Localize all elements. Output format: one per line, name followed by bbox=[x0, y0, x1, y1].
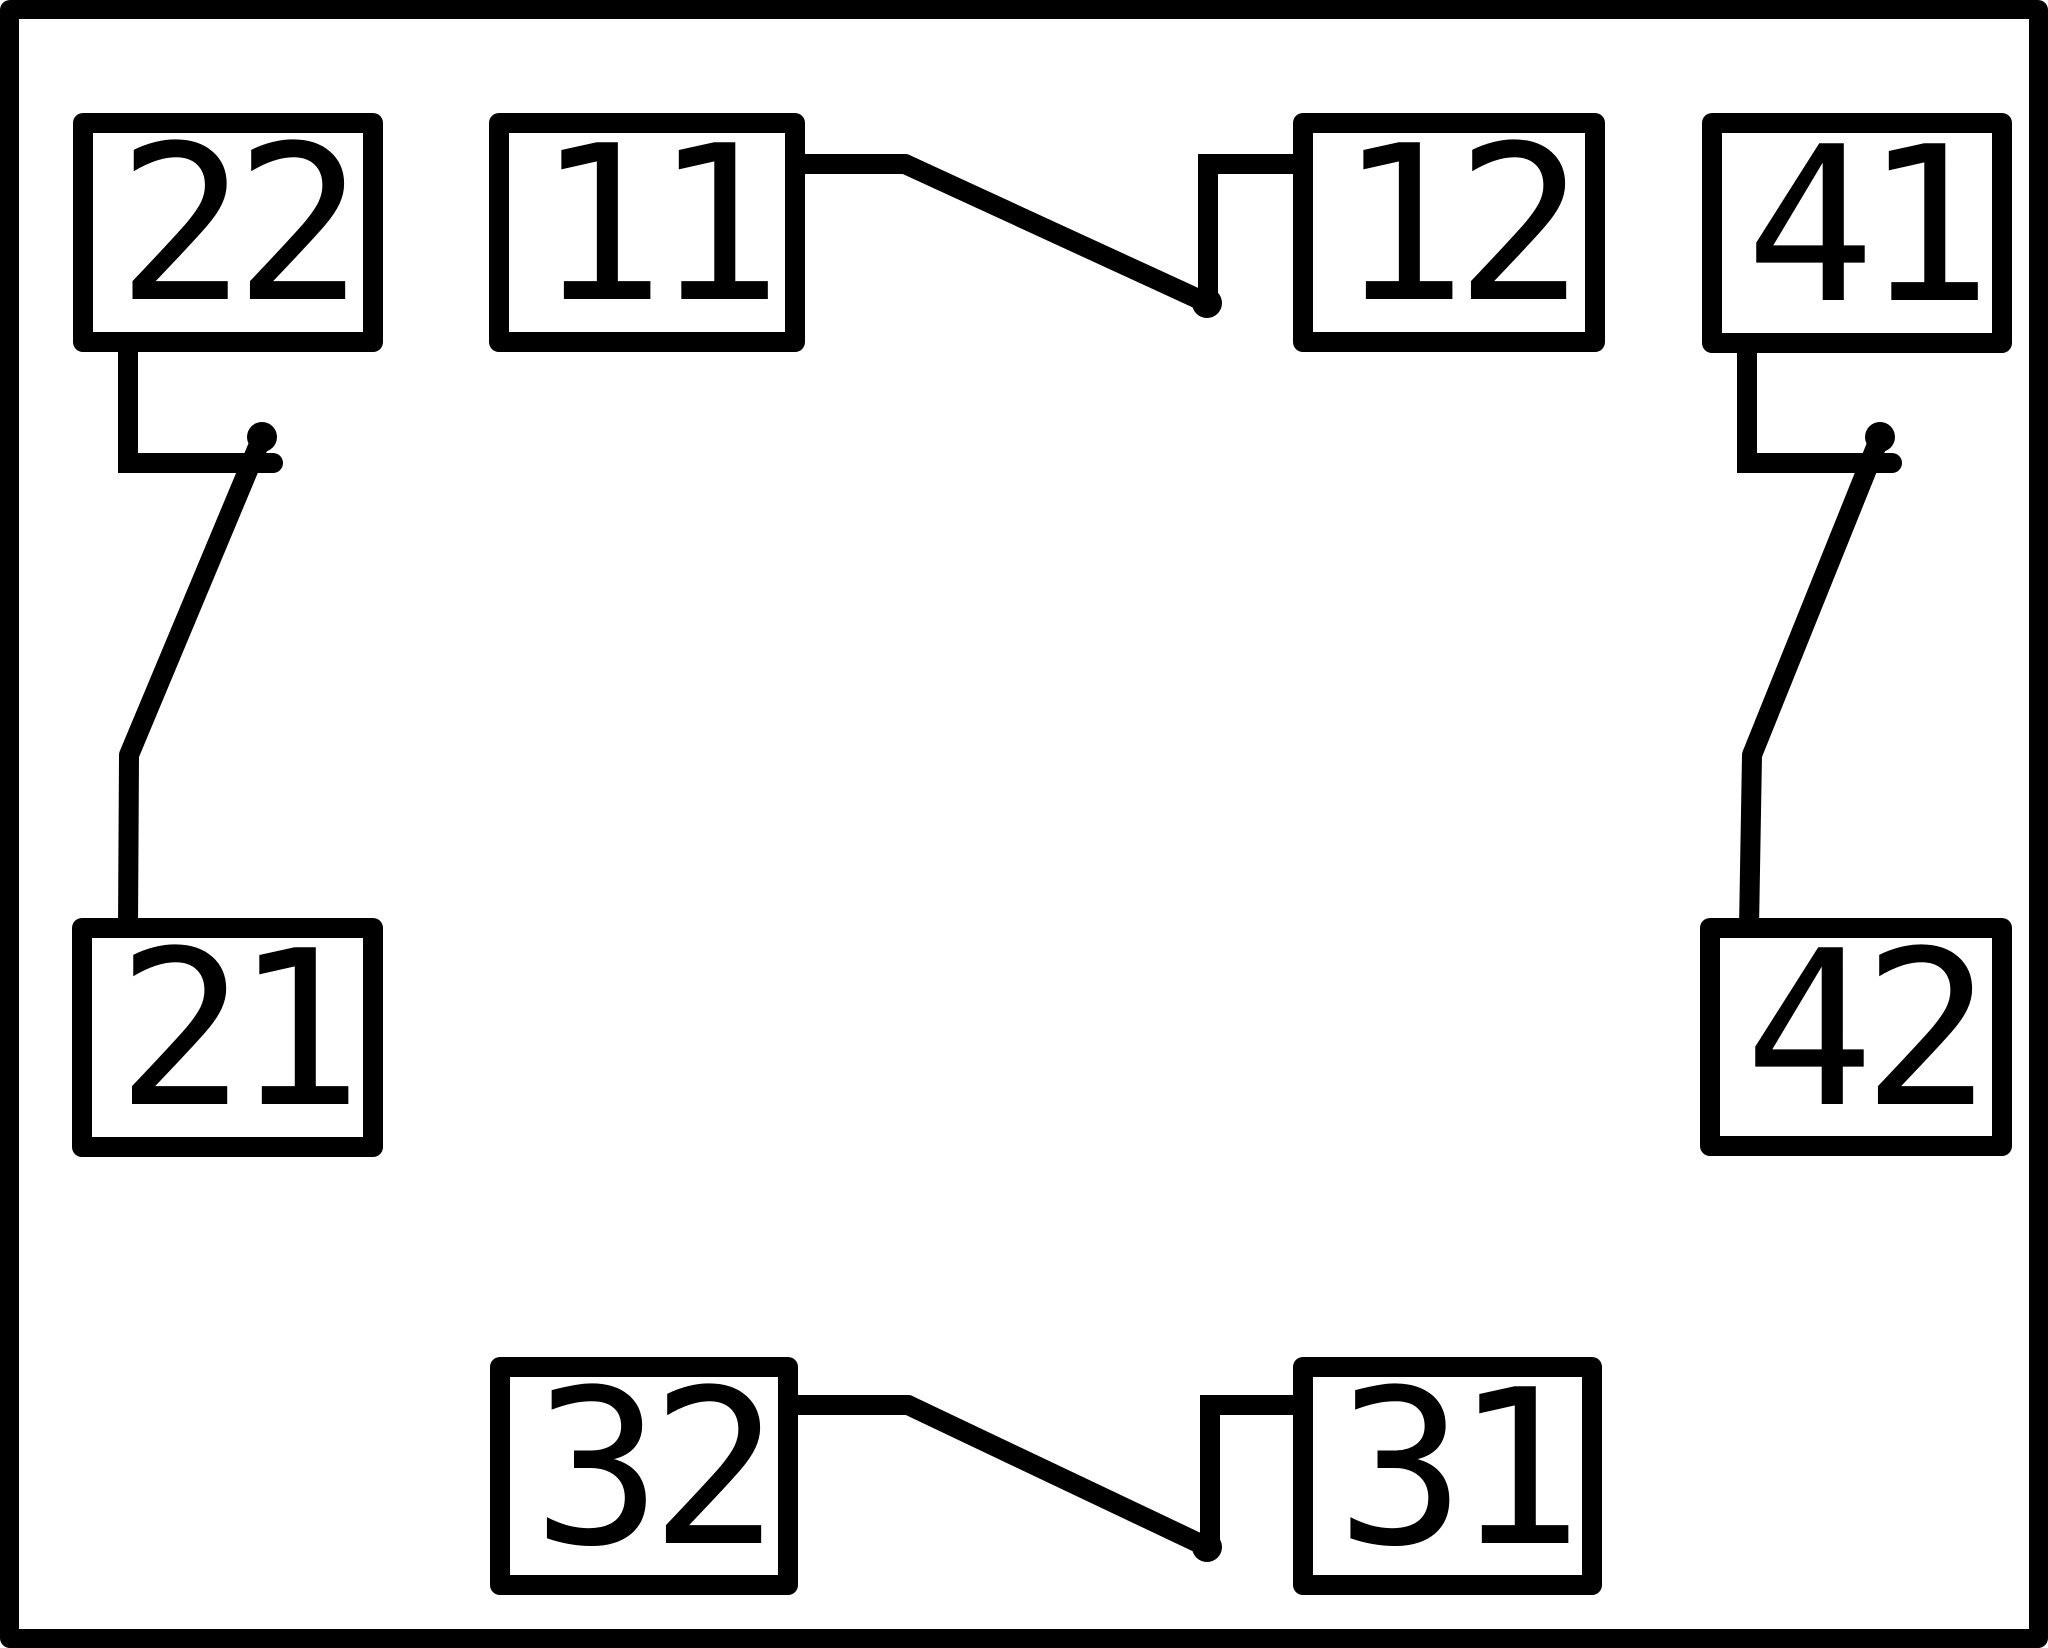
terminal-label-42: 42 bbox=[1744, 903, 1992, 1155]
terminal-label-22: 22 bbox=[116, 99, 364, 350]
terminal-label-21: 21 bbox=[116, 904, 363, 1155]
switch-blade-22-21 bbox=[118, 427, 272, 938]
switch-11-12 bbox=[786, 154, 1310, 318]
terminal-label-12: 12 bbox=[1337, 99, 1585, 350]
terminal-box-41: 41 bbox=[1702, 113, 2012, 353]
switch-41-42 bbox=[1737, 332, 1902, 938]
terminal-box-11: 11 bbox=[489, 113, 805, 352]
terminal-label-41: 41 bbox=[1745, 99, 1993, 351]
switch-32-31 bbox=[782, 1395, 1310, 1562]
wire-lead-41 bbox=[1737, 332, 1902, 473]
wire-lead-22 bbox=[118, 332, 283, 473]
terminal-box-31: 31 bbox=[1293, 1357, 1602, 1595]
terminal-box-32: 32 bbox=[490, 1357, 798, 1595]
terminal-label-31: 31 bbox=[1336, 1342, 1583, 1594]
switch-blade-11-12 bbox=[895, 154, 1217, 313]
wire-lead-31 bbox=[1200, 1395, 1310, 1550]
terminal-label-32: 32 bbox=[532, 1342, 780, 1594]
switch-blade-32-31 bbox=[898, 1395, 1217, 1557]
switch-22-21 bbox=[118, 332, 283, 938]
switch-blade-41-42 bbox=[1739, 427, 1890, 938]
terminal-box-21: 21 bbox=[72, 918, 383, 1157]
wire-lead-12 bbox=[1198, 154, 1310, 305]
terminal-box-22: 22 bbox=[73, 113, 383, 352]
terminal-box-42: 42 bbox=[1700, 918, 2012, 1156]
terminal-box-12: 12 bbox=[1293, 113, 1605, 352]
terminal-label-11: 11 bbox=[535, 99, 783, 350]
